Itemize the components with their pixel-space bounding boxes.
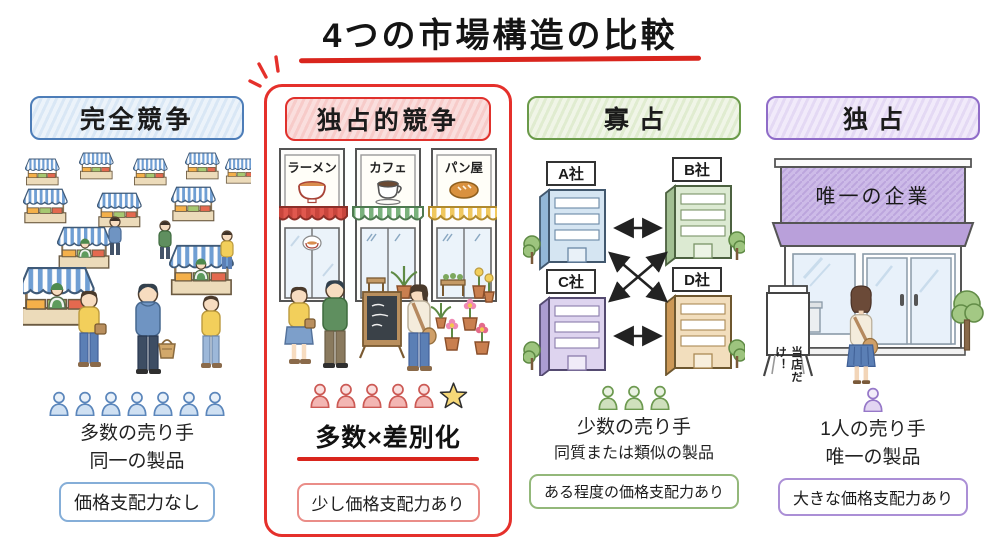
competition-arrows [608, 217, 668, 347]
company-d-label: D社 [684, 271, 710, 289]
person-icon [309, 383, 330, 408]
person-icon [127, 391, 147, 416]
column-monopolistic-competition: 独占的競争 ラーメン [264, 84, 512, 537]
bakery-shop-sign: パン屋 [445, 160, 484, 175]
description-monopoly: 1人の売り手 唯一の製品 [820, 416, 926, 471]
header-monopoly: 独占 [766, 96, 980, 140]
only-our-store-sign: 当店だけ！ [774, 346, 802, 384]
person-icon [413, 383, 434, 408]
seller-icons-monopolistic-competition [309, 381, 468, 408]
person-icon [598, 385, 618, 410]
header-monopolistic-competition: 独占的競争 [285, 97, 491, 141]
person-icon [205, 391, 225, 416]
page-title: 4つの市場構造の比較 [322, 17, 678, 55]
person-icon [650, 385, 670, 410]
cafe-shop-sign: カフェ [369, 161, 407, 175]
sellers-count-label: 多数の売り手 [79, 423, 194, 444]
shopping-street-illustration: ラーメン カフェ [279, 148, 497, 371]
storefront-sign-board [762, 285, 814, 377]
pricing-power-perfect-competition: 価格支配力なし [59, 482, 215, 523]
header-oligopoly: 寡占 [527, 96, 741, 140]
cafe-shop: カフェ [352, 148, 424, 302]
product-type-label: 同質または類似の製品 [553, 444, 714, 462]
description-perfect-competition: 多数の売り手 同一の製品 [80, 420, 194, 475]
company-b-building: B社 [665, 157, 732, 267]
product-type-label: 同一の製品 [89, 450, 185, 472]
pricing-power-monopolistic-competition: 少し価格支配力あり [296, 483, 480, 522]
store-fascia-sign: 唯一の企業 [816, 185, 931, 208]
formula-underline [297, 457, 479, 461]
emphasis-marks-icon [248, 55, 280, 88]
header-perfect-competition: 完全競争 [30, 96, 244, 140]
person-icon [49, 391, 69, 416]
seller-icons-monopoly [862, 386, 884, 412]
person-icon [179, 391, 199, 416]
flower-pots [444, 298, 490, 355]
person-icon [361, 383, 382, 408]
single-store-illustration-wrap: 唯一の企業 [760, 146, 986, 386]
bakery-shop: パン屋 [428, 148, 497, 303]
seller-icons-perfect-competition [48, 390, 226, 416]
company-c-label: C社 [558, 273, 584, 291]
differentiation-formula: 多数×差別化 [315, 424, 461, 452]
product-type-label: 唯一の製品 [825, 446, 921, 468]
market-stalls-illustration [23, 152, 251, 374]
column-perfect-competition: 完全競争 [22, 96, 252, 523]
company-b-label: B社 [684, 161, 710, 179]
trees [523, 231, 745, 370]
company-c-building: C社 [539, 269, 606, 376]
person-icon [624, 385, 644, 410]
column-monopoly: 独占 唯一の企業 [758, 96, 988, 517]
company-a-building: A社 [539, 161, 606, 271]
ramen-shop-sign: ラーメン [287, 161, 337, 175]
person-icon [335, 383, 356, 408]
star-icon [439, 381, 467, 408]
street-customers [284, 280, 452, 371]
pricing-power-monopoly: 大きな価格支配力あり [777, 478, 968, 517]
monopoly-store: 唯一の企業 [771, 158, 975, 356]
seller-icons-oligopoly [597, 384, 671, 410]
company-buildings-illustration: A社 B社 C社 [523, 157, 745, 376]
person-icon [75, 391, 95, 416]
tree [951, 290, 984, 351]
person-icon [863, 387, 883, 412]
customer-woman [846, 285, 879, 384]
blackboard-sign [358, 291, 406, 359]
sellers-count-label: 少数の売り手 [576, 417, 691, 438]
ramen-shop: ラーメン [279, 148, 348, 302]
person-icon [101, 391, 121, 416]
company-a-label: A社 [558, 165, 584, 183]
description-oligopoly: 少数の売り手 同質または類似の製品 [554, 414, 714, 465]
company-d-building: D社 [665, 267, 732, 376]
person-icon [153, 391, 173, 416]
single-store-illustration: 唯一の企業 [762, 158, 984, 384]
sellers-count-label: 1人の売り手 [820, 419, 926, 440]
column-oligopoly: 寡占 A社 [519, 96, 749, 509]
shoppers [78, 216, 234, 374]
pricing-power-oligopoly: ある程度の価格支配力あり [528, 473, 739, 509]
person-icon [387, 383, 408, 408]
